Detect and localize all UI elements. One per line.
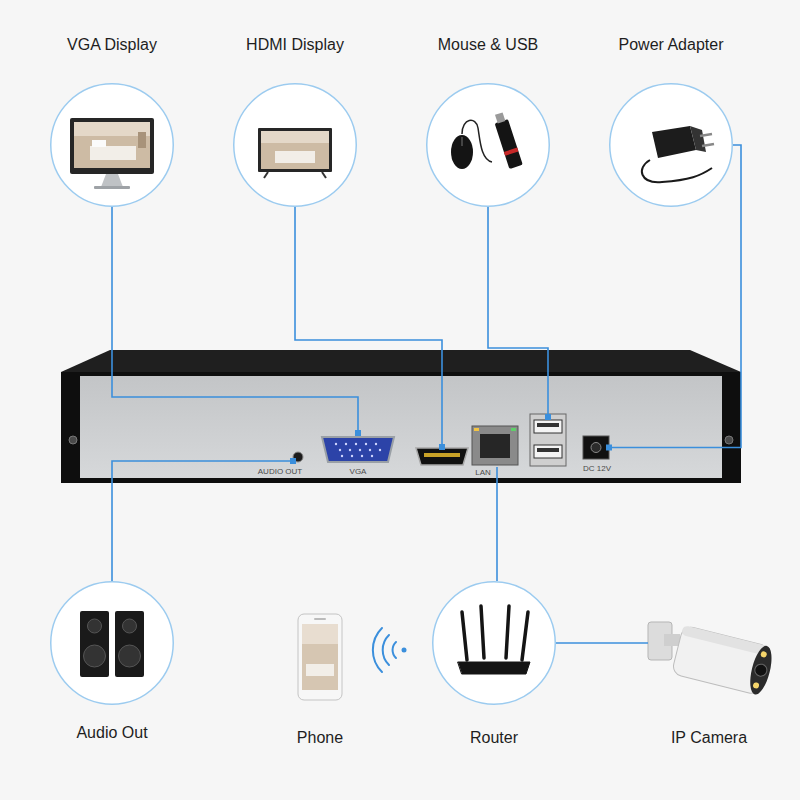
device-circle: HDMI Display (233, 83, 357, 207)
speaker-icon (80, 611, 144, 677)
device-label: VGA Display (67, 35, 157, 55)
port-label: AUDIO OUT (258, 467, 302, 476)
network-cable (556, 642, 648, 644)
device-label: HDMI Display (246, 35, 344, 55)
circle-border (51, 582, 174, 705)
circle-outline (50, 581, 174, 705)
port-label: VGA (350, 467, 367, 476)
device-label: IP Camera (671, 728, 747, 748)
circle-border (610, 84, 733, 207)
port-label: DC 12V (583, 464, 611, 473)
leader-lines (112, 145, 741, 581)
line-end-dots (290, 414, 612, 464)
camera-node: IP Camera (648, 612, 770, 702)
circle-border (433, 582, 556, 705)
device-circle: Mouse & USB (426, 83, 550, 207)
wifi-symbol (373, 628, 407, 672)
device-label: Phone (297, 728, 343, 748)
circle-border (51, 84, 174, 207)
device-circle: Power Adapter (609, 83, 733, 207)
device-circle: Audio Out (50, 581, 174, 705)
nvr-device (61, 350, 741, 483)
circle-outline (50, 83, 174, 207)
circle-outline (609, 83, 733, 207)
device-circle: Router (432, 581, 556, 705)
device-label: Power Adapter (619, 35, 724, 55)
device-label: Audio Out (76, 723, 147, 743)
circle-outline (233, 83, 357, 207)
circle-border (234, 84, 357, 207)
power-adapter-icon (642, 126, 714, 182)
ip-camera-icon (648, 622, 776, 697)
tv-icon (258, 128, 332, 178)
device-label: Mouse & USB (438, 35, 538, 55)
port-label: LAN (475, 468, 491, 477)
circle-outline (426, 83, 550, 207)
mouse-usb-icon (451, 111, 523, 169)
device-circle: VGA Display (50, 83, 174, 207)
phone-icon (298, 614, 342, 700)
monitor-icon (70, 118, 154, 189)
circle-border (427, 84, 550, 207)
device-label: Router (470, 728, 518, 748)
router-icon (458, 606, 530, 674)
circle-outline (432, 581, 556, 705)
circle-grounds (50, 83, 733, 705)
phone-node: Phone (296, 612, 344, 702)
